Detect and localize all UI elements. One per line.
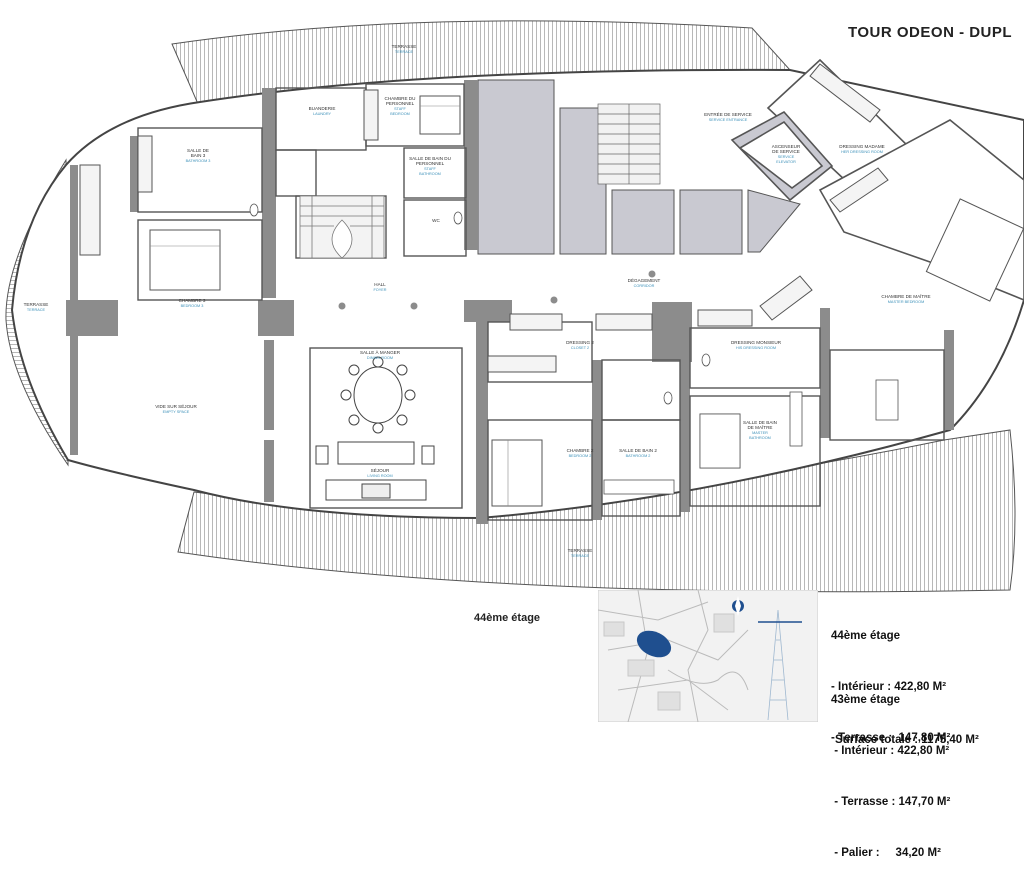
label-sdb-personnel: SALLE DE BAIN DU [409, 156, 451, 161]
label-ascenseur-service: ASCENSEUR [772, 144, 801, 149]
svg-text:FOYER: FOYER [373, 288, 386, 292]
svg-text:STAFF: STAFF [424, 167, 436, 171]
svg-text:LAUNDRY: LAUNDRY [313, 112, 332, 116]
shaft-4 [747, 189, 801, 253]
room-labels: TERRASSE TERRACE TERRASSE TERRACE TERRAS… [24, 44, 931, 558]
bath-fixtures [249, 203, 899, 495]
label-wc: WC [432, 218, 440, 223]
floor43-landing: - Palier : 34,20 M² [831, 847, 941, 859]
shaft-3 [679, 189, 743, 255]
floor44-interior: - Intérieur : 422,80 M² [831, 681, 947, 693]
living-furniture [315, 441, 435, 501]
svg-text:TERRACE: TERRACE [395, 50, 414, 54]
floor43-interior: - Intérieur : 422,80 M² [831, 745, 950, 757]
walls [66, 80, 954, 524]
svg-text:CLOSET 2: CLOSET 2 [571, 346, 589, 350]
svg-text:BAIN 3: BAIN 3 [191, 153, 206, 158]
label-chambre-maitre: CHAMBRE DE MAÎTRE [881, 293, 930, 299]
svg-text:DE SERVICE: DE SERVICE [772, 149, 800, 154]
label-chambre-personnel: CHAMBRE DU [385, 96, 416, 101]
svg-text:LIVING ROOM: LIVING ROOM [367, 474, 392, 478]
location-map [598, 590, 818, 722]
svg-text:BATHROOM 2: BATHROOM 2 [626, 454, 651, 458]
label-terrasse-bottom: TERRASSE [568, 548, 593, 553]
floor44-terrace: - Terrasse : 147,80 M² [831, 732, 951, 744]
label-degagement: DÉGAGEMENT [628, 277, 661, 283]
tower-elevation [758, 609, 802, 721]
tower-highlight [636, 630, 672, 658]
floor43-terrace: - Terrasse : 147,70 M² [831, 796, 951, 808]
svg-text:BATHROOM 3: BATHROOM 3 [186, 159, 211, 163]
furniture-details [150, 105, 509, 506]
svg-text:BATHROOM: BATHROOM [419, 172, 441, 176]
shaft-2 [611, 189, 675, 255]
service-core [477, 79, 555, 255]
label-sdb-maitre: SALLE DE BAIN [743, 420, 777, 425]
svg-text:TERRACE: TERRACE [571, 554, 590, 558]
svg-text:HIS DRESSING ROOM: HIS DRESSING ROOM [736, 346, 776, 350]
label-salle-bain3: SALLE DE [187, 148, 209, 153]
svg-text:BEDROOM: BEDROOM [390, 112, 410, 116]
svg-text:BEDROOM 2: BEDROOM 2 [569, 454, 592, 458]
service-stair [597, 103, 661, 185]
svg-text:TERRACE: TERRACE [27, 308, 46, 312]
floor-plan: TERRASSE TERRACE TERRASSE TERRACE TERRAS… [5, 20, 1024, 593]
label-entree-service: ENTRÉE DE SERVICE [704, 111, 752, 117]
label-buanderie: BUANDERIE [309, 106, 336, 111]
svg-text:ELEVATOR: ELEVATOR [776, 160, 796, 164]
svg-text:EMPTY SPACE: EMPTY SPACE [163, 410, 190, 414]
hall-stair [299, 195, 385, 259]
svg-text:DINING ROOM: DINING ROOM [367, 356, 393, 360]
label-terrasse-top: TERRASSE [392, 44, 417, 49]
svg-text:BEDROOM 3: BEDROOM 3 [181, 304, 204, 308]
wardrobes [79, 63, 889, 373]
svg-text:CORRIDOR: CORRIDOR [634, 284, 655, 288]
svg-text:DE MAÎTRE: DE MAÎTRE [747, 424, 772, 430]
label-salle-bain2: SALLE DE BAIN 2 [619, 448, 657, 453]
floor43-heading: 43ème étage [831, 694, 901, 706]
label-sejour: SÉJOUR [371, 467, 390, 473]
svg-text:MASTER: MASTER [752, 431, 768, 435]
svg-text:BATHROOM: BATHROOM [749, 436, 771, 440]
label-salle-manger: SALLE À MANGER [360, 349, 401, 355]
svg-text:MASTER BEDROOM: MASTER BEDROOM [888, 300, 925, 304]
label-chambre2: CHAMBRE 2 [567, 448, 594, 453]
floor-plan-label: 44ème étage [474, 612, 541, 624]
label-vide-sejour: VIDE SUR SÉJOUR [155, 403, 197, 409]
svg-text:SERVICE ENTRANCE: SERVICE ENTRANCE [709, 118, 748, 122]
svg-text:HER DRESSING ROOM: HER DRESSING ROOM [841, 150, 883, 154]
svg-text:PERSONNEL: PERSONNEL [416, 161, 445, 166]
label-hall: HALL [374, 282, 386, 287]
floor44-heading: 44ème étage [831, 630, 901, 642]
label-chambre3: CHAMBRE 3 [179, 298, 206, 303]
label-dressing-madame: DRESSING MADAME [839, 144, 884, 149]
floor44-stats: 44ème étage - Intérieur : 422,80 M² - Te… [831, 594, 950, 764]
svg-text:SERVICE: SERVICE [778, 155, 795, 159]
total-surface: Surface totale : 1175,40 M² [835, 734, 979, 746]
label-dressing-monsieur: DRESSING MONSIEUR [731, 340, 782, 345]
svg-text:STAFF: STAFF [394, 107, 406, 111]
dining-table [340, 356, 416, 434]
svg-text:PERSONNEL: PERSONNEL [386, 101, 415, 106]
floor43-stats: 43ème étage - Intérieur : 422,80 M² - Te… [831, 658, 950, 879]
columns [264, 270, 656, 310]
plan-title: TOUR ODEON - DUPL [848, 24, 1013, 41]
label-dressing2: DRESSING 2 [566, 340, 594, 345]
label-terrasse-left: TERRASSE [24, 302, 49, 307]
